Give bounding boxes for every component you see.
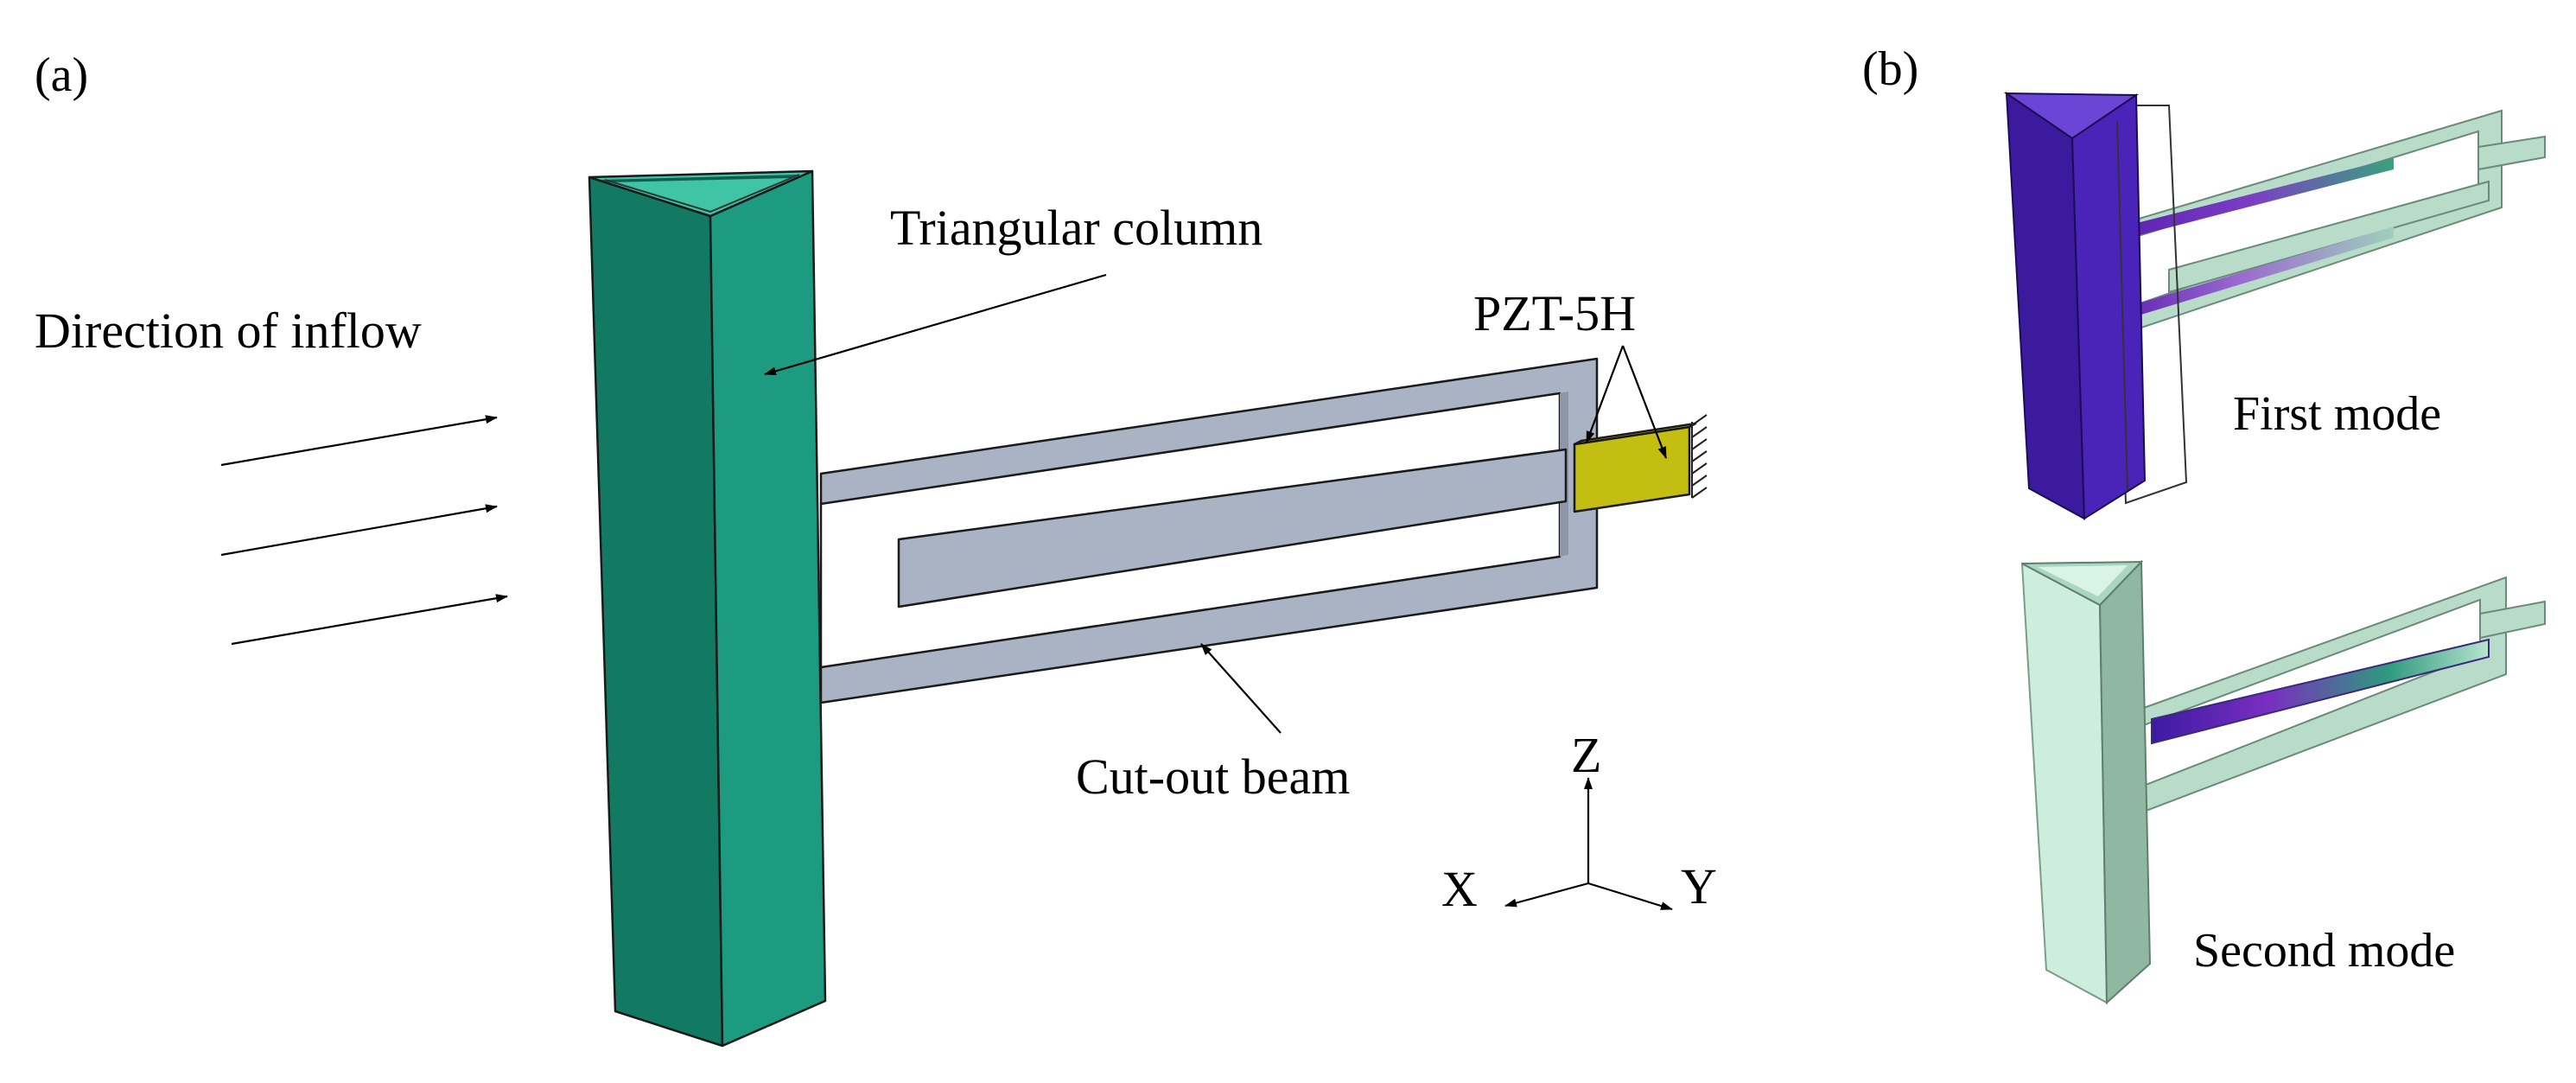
- inflow-arrow-2: [220, 504, 498, 557]
- piezo-label: PZT-5H: [1473, 285, 1636, 341]
- y-axis-arrow: [1587, 882, 1673, 911]
- x-axis-arrow: [1504, 882, 1589, 908]
- column-right-face: [709, 169, 827, 1048]
- column-callout-arrow: [764, 273, 1107, 376]
- inflow-label: Direction of inflow: [35, 303, 422, 359]
- second-mode-model: [2020, 559, 2546, 1005]
- mode1-column-top: [2003, 92, 2140, 140]
- panel-a: (a) Direction of inflow: [35, 48, 1717, 1048]
- column-top-face: [588, 169, 814, 218]
- y-axis-label: Y: [1681, 858, 1717, 914]
- first-mode-model: [2003, 92, 2546, 520]
- mode2-column-left: [2020, 562, 2109, 1004]
- beam-label: Cut-out beam: [1076, 749, 1350, 805]
- beam-tongue: [897, 448, 1568, 608]
- mode1-beam-strip-upper: [2113, 158, 2394, 242]
- cutout-beam: [819, 357, 1599, 704]
- piezo-callout-arrow-2: [1621, 345, 1668, 459]
- mode2-beam-tongue: [2151, 638, 2490, 745]
- triangular-column: [588, 169, 827, 1048]
- fixed-support-hatch: [1691, 414, 1708, 499]
- coordinate-axes: Z X Y: [1441, 727, 1717, 917]
- mode2-column-right: [2098, 559, 2152, 1005]
- column-label: Triangular column: [890, 200, 1263, 256]
- mode1-column-right: [2070, 93, 2147, 520]
- column-top-inner-edge: [604, 174, 800, 213]
- inflow-arrows: [220, 415, 508, 646]
- x-axis-label: X: [1441, 861, 1478, 917]
- beam-callout-arrow: [1200, 643, 1282, 734]
- column-left-face: [588, 175, 724, 1048]
- mode2-column-top-inner: [2038, 565, 2128, 596]
- inflow-arrow-3: [231, 594, 508, 646]
- mode1-column-inner-line: [2116, 120, 2128, 492]
- piezo-callout-arrow-1: [1585, 345, 1625, 443]
- inflow-arrow-1: [220, 415, 498, 467]
- panel-a-label: (a): [35, 48, 88, 102]
- mode1-beam-strip-lower: [2113, 226, 2394, 323]
- mode1-beam-tongue: [2168, 180, 2490, 294]
- second-mode-label: Second mode: [2193, 924, 2455, 978]
- panel-b-label: (b): [1862, 42, 1918, 96]
- first-mode-label: First mode: [2233, 387, 2441, 441]
- beam-frame: [819, 357, 1599, 704]
- mode2-beam-tip: [2479, 600, 2546, 640]
- z-axis-label: Z: [1571, 727, 1601, 783]
- panel-b: (b) First mode: [1862, 42, 2546, 1005]
- mode1-beam-tip: [2477, 135, 2546, 171]
- column-top-rim: [601, 175, 799, 182]
